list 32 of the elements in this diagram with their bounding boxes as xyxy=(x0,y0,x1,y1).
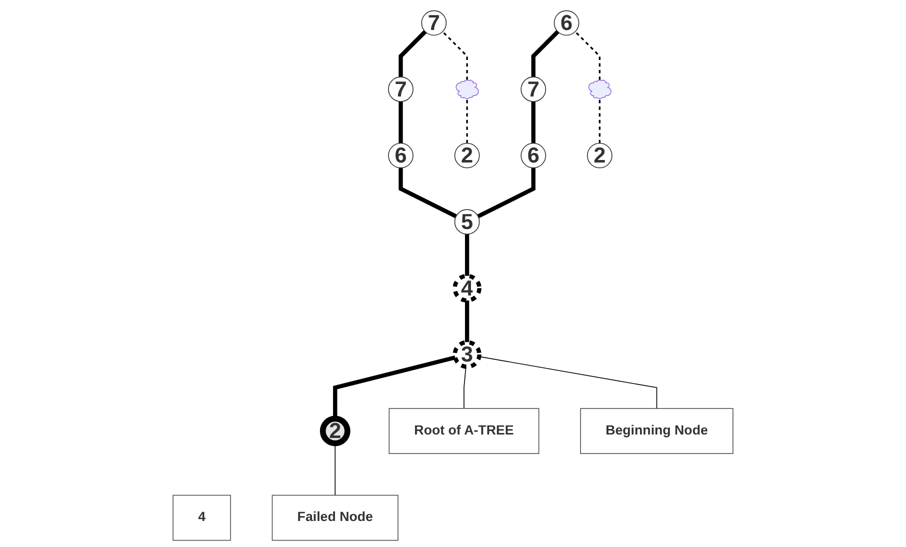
connector xyxy=(574,31,601,80)
node-circle: 2 xyxy=(454,142,480,168)
connector xyxy=(466,98,468,144)
node-circle: 2 xyxy=(320,416,350,446)
connector xyxy=(531,102,536,144)
node-box: Root of A-TREE xyxy=(388,408,540,454)
node-circle: 7 xyxy=(520,76,546,102)
node-circle: 5 xyxy=(454,209,480,235)
node-cloud xyxy=(456,80,479,100)
node-circle: 7 xyxy=(388,76,414,102)
node-circle: 4 xyxy=(452,274,482,303)
connector xyxy=(477,168,536,218)
node-circle: 3 xyxy=(452,340,482,369)
node-box: Failed Node xyxy=(272,494,398,541)
connector xyxy=(398,168,457,218)
connector xyxy=(464,366,466,409)
connector xyxy=(464,234,470,276)
connector xyxy=(464,300,470,342)
node-circle: 2 xyxy=(586,142,612,168)
node-circle: 6 xyxy=(388,142,414,168)
node-circle: 7 xyxy=(421,10,447,36)
node-box: Beginning Node xyxy=(580,408,734,454)
connector xyxy=(398,30,427,77)
connector xyxy=(442,31,468,80)
node-circle: 6 xyxy=(520,142,546,168)
connector xyxy=(531,30,560,77)
connector xyxy=(398,102,403,144)
connector xyxy=(598,98,601,144)
node-cloud xyxy=(588,80,612,100)
connector xyxy=(333,355,456,419)
node-circle: 6 xyxy=(554,10,580,36)
node-box: 4 xyxy=(172,494,231,541)
